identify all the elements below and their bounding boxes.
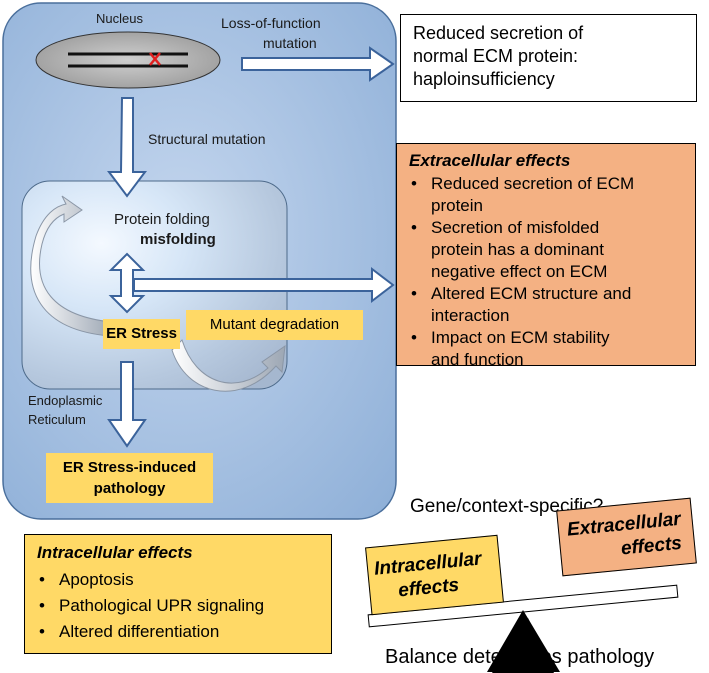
mutant-degradation-label: Mutant degradation: [186, 310, 363, 340]
degradation-curved-arrow-icon: [171, 339, 286, 392]
misfolding-stress-double-arrow-icon: [108, 252, 146, 314]
haploinsufficiency-box: Reduced secretion of normal ECM protein:…: [400, 14, 697, 102]
er-to-extracellular-arrow-icon: [133, 266, 395, 304]
intracellular-effects-list: Apoptosis Pathological UPR signaling Alt…: [37, 567, 331, 645]
seesaw-fulcrum-top: [487, 610, 560, 672]
list-item: Apoptosis: [37, 567, 331, 593]
extracellular-effects-list: Reduced secretion of ECM protein Secreti…: [409, 173, 695, 371]
loss-of-function-label: Loss-of-function mutation: [221, 15, 321, 51]
list-item: Impact on ECM stability and function: [409, 327, 695, 371]
structural-mutation-arrow-icon: [107, 97, 147, 198]
list-item: Altered ECM structure and interaction: [409, 283, 695, 327]
list-item: Altered differentiation: [37, 619, 331, 645]
list-item: Pathological UPR signaling: [37, 593, 331, 619]
extracellular-effects-title: Extracellular effects: [409, 151, 571, 170]
intracellular-effects-title: Intracellular effects: [37, 543, 193, 562]
extracellular-effects-box: Extracellular effects Reduced secretion …: [396, 143, 696, 369]
er-stress-label: ER Stress: [103, 319, 180, 349]
nucleus-label: Nucleus: [96, 11, 143, 26]
balance-right-pan-extracellular: Extracellular effects: [556, 497, 697, 577]
er-to-pathology-arrow-icon: [107, 361, 147, 448]
balance-question: Gene/context-specific?: [410, 496, 604, 517]
mutation-x-icon: [149, 52, 161, 66]
balance-caption: Balance determines pathology: [385, 646, 655, 668]
balance-left-pan-intracellular: Intracellular effects: [365, 534, 504, 616]
protein-folding-label: Protein folding misfolding: [113, 211, 216, 248]
refolding-curved-arrow-icon: [30, 195, 113, 337]
structural-mutation-label: Structural mutation: [148, 131, 266, 147]
loss-of-function-arrow-icon: [241, 46, 395, 82]
list-item: Secretion of misfolded protein has a dom…: [409, 217, 695, 283]
nucleus: [35, 31, 221, 89]
intracellular-effects-box: Intracellular effects Apoptosis Patholog…: [24, 534, 332, 654]
er-stress-pathology-box: ER Stress-induced pathology: [46, 453, 213, 503]
list-item: Reduced secretion of ECM protein: [409, 173, 695, 217]
er-label: Endoplasmic Reticulum: [28, 393, 103, 427]
